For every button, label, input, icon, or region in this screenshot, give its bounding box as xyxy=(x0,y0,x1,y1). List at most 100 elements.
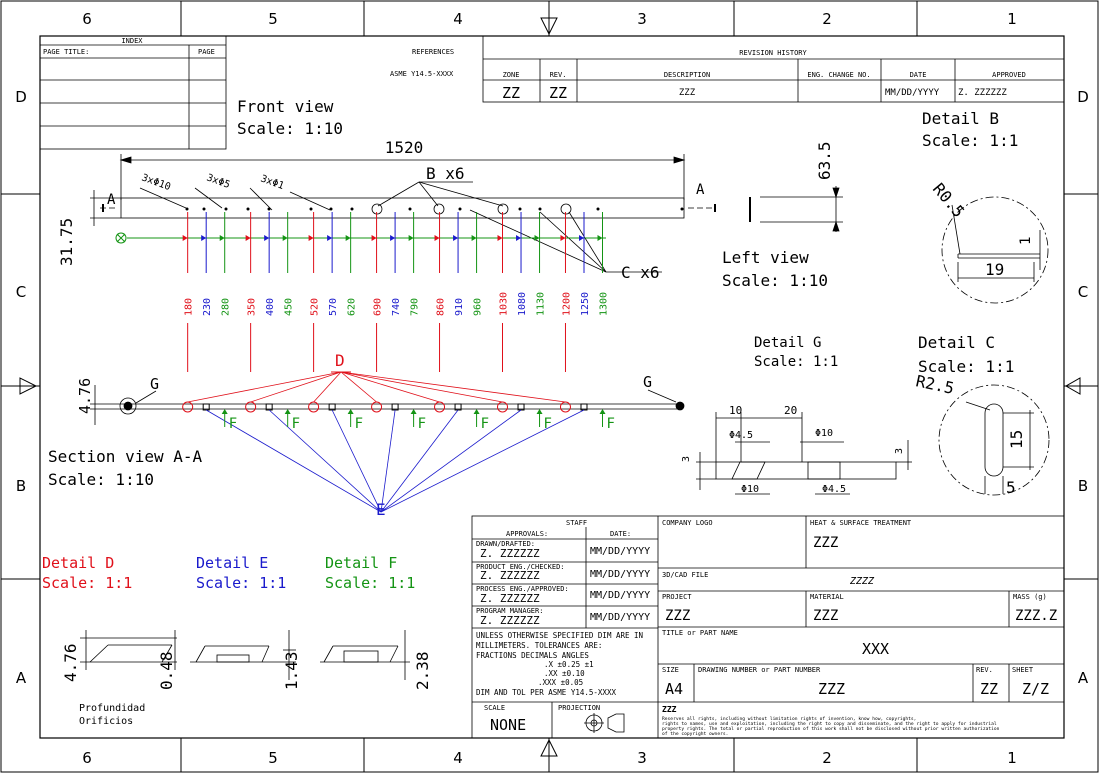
tolerance-line-2: MILLIMETERS. TOLERANCES ARE: xyxy=(476,641,602,650)
zone-bottom-6: 6 xyxy=(82,749,92,767)
zone-labels: 6 5 4 3 2 1 6 5 4 3 2 1 D C B A D C B A xyxy=(15,10,1089,767)
position-arrow-570 xyxy=(327,235,333,241)
product-eng-name: Z. ZZZZZZ xyxy=(480,569,540,582)
detail-g-phi10-bottom: Φ10 xyxy=(741,484,759,495)
program-manager-label: PROGRAM MANAGER: xyxy=(476,607,543,615)
product-eng-date: MM/DD/YYYY xyxy=(590,569,650,580)
callout-e: E xyxy=(376,500,386,519)
detail-g-dim-10: 10 xyxy=(729,404,742,417)
rev-header-rev: REV. xyxy=(550,71,567,79)
drawn-label: DRAWN/DRAFTED: xyxy=(476,540,535,548)
position-arrow-960 xyxy=(471,235,477,241)
callout-c: C x6 xyxy=(621,263,660,282)
hole-marker-790 xyxy=(410,409,417,414)
detail-g xyxy=(696,412,912,495)
detail-g-phi10-top: Φ10 xyxy=(815,428,833,439)
position-arrow-400 xyxy=(264,235,270,241)
rights-heading: ZZZ xyxy=(662,705,677,714)
zone-bottom-3: 3 xyxy=(637,749,647,767)
detail-b-radius: R0.5 xyxy=(929,179,968,221)
index-page-label: PAGE xyxy=(198,48,215,56)
zone-bottom-4: 4 xyxy=(453,749,463,767)
drawn-date: MM/DD/YYYY xyxy=(590,546,650,557)
position-label-570: 570 xyxy=(328,298,339,316)
detail-c-scale: Scale: 1:1 xyxy=(918,357,1014,376)
leader-e-400 xyxy=(268,409,382,513)
company-logo-label: COMPANY LOGO xyxy=(662,519,713,527)
g-label-right: G xyxy=(643,373,652,391)
process-eng-name: Z. ZZZZZZ xyxy=(480,592,540,605)
depth-dim-a: 4.76 xyxy=(61,643,80,682)
hole-marker-180 xyxy=(182,401,194,413)
leader-e-910 xyxy=(380,409,459,513)
position-label-280: 280 xyxy=(221,298,232,316)
leader-d-180 xyxy=(187,371,342,403)
hole-5-callout: 3xΦ5 xyxy=(205,172,231,191)
tolerance-line-3: FRACTIONS DECIMALS ANGLES xyxy=(476,651,589,660)
sheet-label: SHEET xyxy=(1012,666,1034,674)
rev-approved: Z. ZZZZZZ xyxy=(958,88,1007,98)
program-manager-date: MM/DD/YYYY xyxy=(590,612,650,623)
position-arrow-1200 xyxy=(560,235,566,241)
zone-top-2: 2 xyxy=(822,10,832,28)
leader-e-570 xyxy=(331,409,382,513)
position-label-1030: 1030 xyxy=(499,292,510,316)
zone-left-A: A xyxy=(16,669,27,687)
zone-bottom-1: 1 xyxy=(1007,749,1017,767)
origin-symbol xyxy=(115,232,127,244)
position-arrow-620 xyxy=(345,235,351,241)
detail-c-height: 15 xyxy=(1007,430,1026,449)
title-block-text: STAFF APPROVALS: DATE: DRAWN/DRAFTED: Z.… xyxy=(476,519,1057,737)
hole-marker-1130 xyxy=(536,409,543,414)
process-eng-label: PROCESS ENG./APPROVED: xyxy=(476,585,569,593)
cad-file-label: 3D/CAD FILE xyxy=(662,571,708,579)
leader-d-520 xyxy=(313,371,342,403)
scale-label: SCALE xyxy=(484,704,505,712)
tolerance-line-4: .X ±0.25 ±1 xyxy=(544,660,594,669)
index-title: INDEX xyxy=(121,37,143,45)
hole-marker-1300 xyxy=(599,409,606,414)
revision-title: REVISION HISTORY xyxy=(739,49,807,57)
mass-value: ZZZ.Z xyxy=(1015,608,1057,624)
rights-line-2: rights to names, use and exploitation, i… xyxy=(662,721,997,727)
sheet-rev-value: ZZ xyxy=(980,680,998,698)
section-view-scale: Scale: 1:10 xyxy=(48,470,154,489)
tolerance-line-5: .XX ±0.10 xyxy=(544,669,585,678)
leader-e-1080 xyxy=(380,409,522,513)
material-value: ZZZ xyxy=(813,608,838,624)
position-label-450: 450 xyxy=(284,298,295,316)
material-label: MATERIAL xyxy=(810,593,844,601)
tolerance-line-6: .XXX ±0.05 xyxy=(538,678,583,687)
title-block xyxy=(471,515,1065,739)
rev-zone: ZZ xyxy=(502,84,520,102)
size-label: SIZE xyxy=(662,666,679,674)
f-label-790: F xyxy=(418,416,426,432)
position-label-860: 860 xyxy=(436,298,447,316)
heat-treatment-value: ZZZ xyxy=(813,535,838,551)
callout-b: B x6 xyxy=(426,164,465,183)
detail-b-scale: Scale: 1:1 xyxy=(922,131,1018,150)
section-view xyxy=(90,385,685,425)
depth-details xyxy=(80,630,410,680)
detail-b-thickness: 1 xyxy=(1018,237,1034,245)
front-view xyxy=(90,154,716,273)
f-label-1300: F xyxy=(607,416,615,432)
projection-symbol-icon xyxy=(584,713,625,733)
detail-f-scale: Scale: 1:1 xyxy=(325,574,415,592)
position-arrow-860 xyxy=(434,235,440,241)
sheet-value: Z/Z xyxy=(1022,680,1049,698)
hole-marker-450 xyxy=(284,409,291,414)
position-arrow-180 xyxy=(182,235,188,241)
zone-top-6: 6 xyxy=(82,10,92,28)
leader-d-350 xyxy=(250,371,342,403)
detail-c xyxy=(938,384,1050,496)
project-value: ZZZ xyxy=(665,608,690,624)
detail-c-title: Detail C xyxy=(918,333,995,352)
zone-top-1: 1 xyxy=(1007,10,1017,28)
section-a-right-label: A xyxy=(696,182,705,198)
revision-headers: ZONE REV. DESCRIPTION ENG. CHANGE NO. DA… xyxy=(503,71,1026,79)
section-view-title: Section view A-A xyxy=(48,447,202,466)
f-label-960: F xyxy=(481,416,489,432)
zone-left-B: B xyxy=(16,477,26,495)
